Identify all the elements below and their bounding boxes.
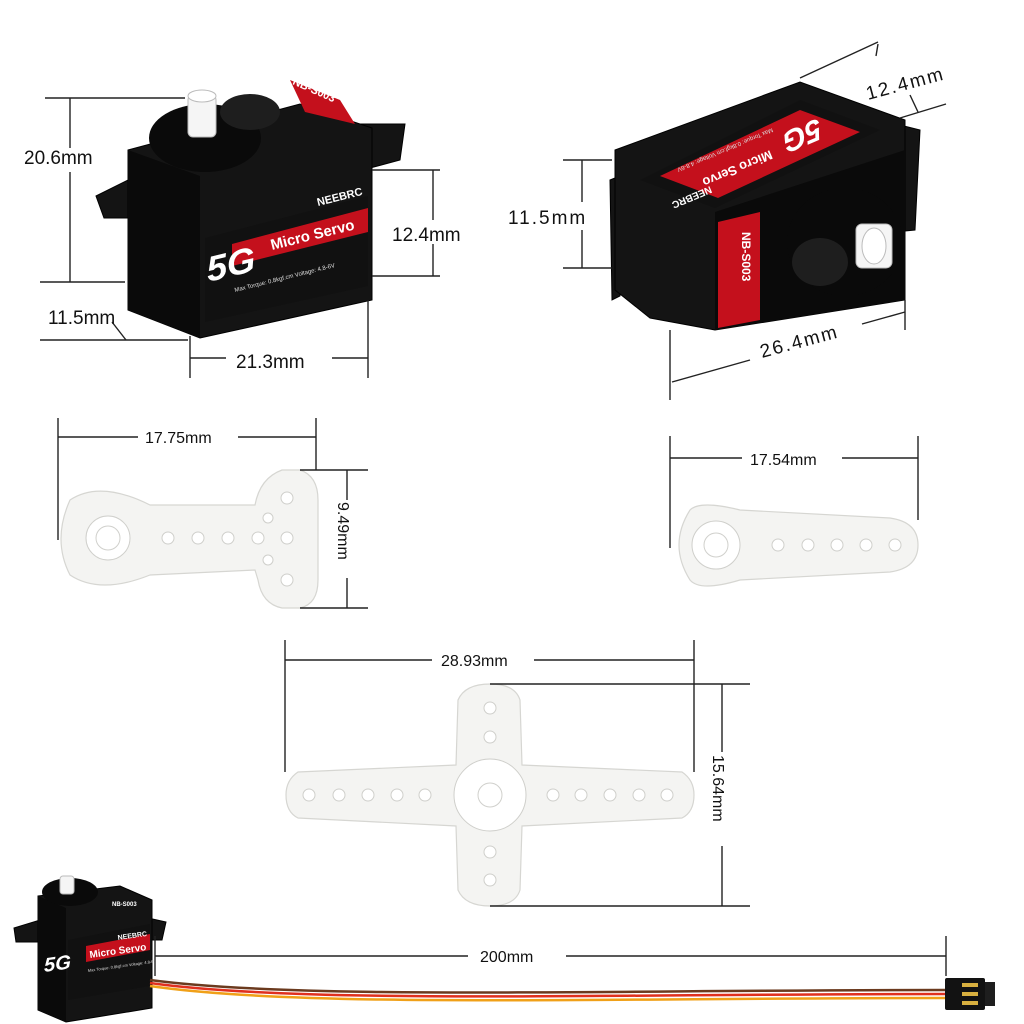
dim-front-height: 20.6mm — [24, 148, 93, 169]
dim-cross-horn-height: 15.64mm — [709, 755, 726, 822]
cross-servo-horn — [285, 683, 695, 907]
dim-back-top-depth: 12.4mm — [864, 64, 947, 105]
cable-servo: 5G Micro Servo Max Torque: 0.8kgf.cm Vol… — [13, 875, 167, 1023]
dim-front-width: 21.3mm — [236, 352, 305, 373]
dim-back-side-height: 11.5mm — [508, 208, 587, 229]
front-view-servo: NB-S003 5G Micro Servo Max Torque: 0.8kg… — [95, 76, 406, 339]
t-horn-dimensions: 17.75mm 9.49mm — [57, 418, 368, 609]
servo-cable — [149, 978, 946, 1002]
dim-front-depth: 11.5mm — [48, 308, 115, 329]
cable-servo-grade-label: 5G — [44, 952, 71, 977]
dim-t-horn-length: 17.75mm — [145, 430, 212, 447]
cable-servo-brand-label: NEEBRC — [117, 931, 147, 942]
dim-single-horn-length: 17.54mm — [750, 452, 817, 469]
dim-front-tab-height: 12.4mm — [392, 225, 461, 246]
dim-cross-horn-length: 28.93mm — [441, 653, 508, 670]
front-view-dimensions: 20.6mm 12.4mm 11.5mm 21.3mm — [24, 97, 461, 378]
dim-back-width: 26.4mm — [758, 322, 841, 363]
t-servo-horn — [60, 469, 319, 609]
back-side-model-label: NB-S003 — [739, 232, 753, 282]
cross-horn-dimensions: 28.93mm 15.64mm — [284, 640, 750, 907]
cable-dimensions: 200mm — [154, 936, 947, 976]
dim-t-horn-height: 9.49mm — [334, 502, 351, 560]
single-horn-dimensions: 17.54mm — [669, 436, 919, 548]
back-view-servo: 5G Micro Servo Max Torque: 0.8kgf.cm Vol… — [609, 81, 921, 331]
servo-connector — [945, 978, 995, 1010]
single-servo-horn — [678, 504, 919, 587]
dim-cable-length: 200mm — [480, 949, 533, 966]
cable-servo-model-label: NB-S003 — [112, 902, 137, 908]
